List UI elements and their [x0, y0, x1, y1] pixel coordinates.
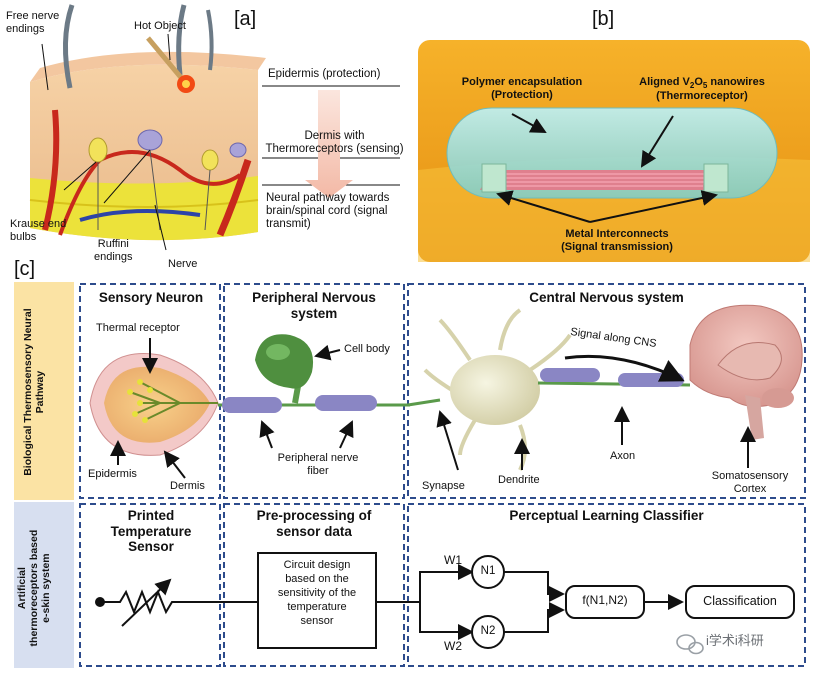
label-polymer-encapsulation: Polymer encapsulation (Protection)	[461, 76, 583, 101]
heading-cns: Central Nervous system	[529, 290, 684, 305]
classification-box	[685, 585, 795, 619]
label-nanowires: Aligned V2O5 nanowires	[639, 76, 765, 91]
heading-preprocessing: Pre-processing of sensor data	[256, 508, 372, 539]
label-function: f(N1,N2)	[582, 593, 628, 607]
row-label-artificial: Artificial thermoreceptors based e-skin …	[15, 529, 53, 647]
heading-perceptual-classifier: Perceptual Learning Classifier	[509, 508, 704, 523]
row2-label-bg	[14, 502, 74, 668]
label-epidermis: Epidermis	[88, 468, 137, 480]
label-thermoreceptor: (Thermoreceptor)	[656, 90, 748, 102]
label-classification: Classification	[703, 594, 777, 608]
dashed-frames	[79, 283, 806, 667]
label-synapse: Synapse	[422, 480, 465, 492]
label-circuit-design: Circuit design based on the sensitivity …	[277, 559, 357, 628]
central-neuron	[407, 308, 691, 471]
label-cell-body: Cell body	[344, 343, 390, 355]
label-nerve: Nerve	[168, 258, 198, 270]
c-cns-arrows	[436, 406, 756, 471]
label-thermal-receptor: Thermal receptor	[96, 322, 180, 334]
label-neural-pathway: Neural pathway towards brain/spinal cord…	[266, 192, 390, 231]
cns-signal-arrow	[564, 354, 685, 382]
device-illustration	[418, 40, 810, 262]
function-box	[565, 585, 645, 619]
label-axon: Axon	[610, 450, 636, 462]
panel-a-tag: [a]	[234, 8, 257, 30]
c-sensory-arrows	[110, 338, 186, 479]
label-dendrite: Dendrite	[498, 474, 540, 486]
node-n1	[471, 555, 505, 589]
label-epidermis-protection: Epidermis (protection)	[268, 68, 381, 80]
label-krause-end-bulbs: Krause end bulbs	[10, 218, 67, 243]
sensory-receptor	[89, 353, 219, 456]
label-n2: N2	[480, 625, 496, 637]
watermark-text: i学术i科研	[706, 633, 764, 648]
thermistor-symbol	[95, 578, 258, 627]
label-free-nerve-endings: Free nerve endings	[6, 10, 60, 35]
row1-label-bg	[14, 282, 74, 500]
label-dermis: Dermis	[170, 480, 205, 492]
label-peripheral-nerve-fiber: Peripheral nerve fiber	[277, 452, 359, 477]
label-w2: W2	[444, 639, 462, 653]
label-hot-object: Hot Object	[134, 20, 186, 32]
heading-printed-sensor: Printed Temperature Sensor	[110, 508, 192, 555]
node-n2	[471, 615, 505, 649]
label-ruffini-endings: Ruffini endings	[94, 238, 133, 263]
label-w1: W1	[444, 553, 462, 567]
peripheral-fiber	[218, 334, 410, 413]
panel-c-tag: [c]	[14, 258, 36, 280]
panel-b-tag: [b]	[592, 8, 615, 30]
panel-b-arrows	[496, 113, 718, 223]
circuit-box	[257, 552, 377, 649]
skin-cross-section	[29, 4, 266, 241]
classifier-wiring	[376, 564, 684, 640]
wechat-icon	[676, 634, 704, 655]
c-pns-arrows	[259, 344, 354, 449]
heading-pns: Peripheral Nervous system	[252, 290, 376, 321]
row-label-biological: Biological Thermosensory Neural Pathway	[21, 308, 46, 476]
label-n1: N1	[480, 565, 496, 577]
heading-sensory-neuron: Sensory Neuron	[98, 290, 204, 305]
depth-arrow	[305, 90, 353, 198]
label-dermis-thermoreceptors: Dermis with Thermoreceptors (sensing)	[265, 130, 404, 156]
label-somatosensory-cortex: Somatosensory Cortex	[711, 470, 789, 495]
label-metal-interconnects: Metal Interconnects (Signal transmission…	[561, 228, 673, 253]
brain	[689, 304, 803, 440]
